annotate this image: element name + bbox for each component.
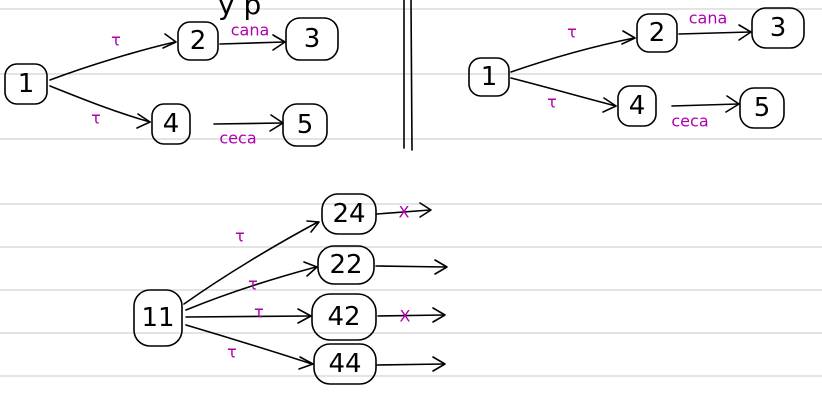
right-node-5-label: 5	[754, 93, 771, 123]
right-edge-2-3	[678, 31, 751, 35]
right-node-2-label: 2	[649, 18, 666, 48]
bottom-node-22	[317, 245, 375, 285]
right-node-1-label: 1	[481, 62, 498, 92]
right-label-tau: τ	[547, 93, 557, 112]
bottom-node-44	[313, 343, 377, 385]
right-edge-1-4	[510, 77, 617, 107]
right-node-3	[751, 7, 805, 49]
right-node-3-label: 3	[770, 13, 787, 43]
bottom-root-label: 11	[141, 303, 174, 333]
bottom-label-tau: τ	[227, 343, 237, 362]
bottom-arrowhead	[297, 308, 312, 324]
right-edge-1-2	[510, 37, 635, 73]
left-edge-4-5	[213, 122, 283, 125]
bottom-diagram: 11 24 22 42 44 X X τ τ τ τ	[133, 193, 448, 385]
left-edge-2-3	[219, 41, 285, 45]
left-arrowhead	[162, 33, 177, 49]
separator-line	[410, 0, 413, 151]
bottom-root-node	[133, 289, 183, 347]
left-edge-1-4	[49, 85, 151, 123]
bottom-edge-11-44	[185, 324, 313, 365]
bottom-edge-11-42	[185, 315, 311, 318]
bottom-out-22	[375, 265, 447, 268]
left-node-2	[177, 21, 219, 61]
bottom-node-24	[321, 193, 377, 235]
right-node-2	[636, 13, 678, 53]
crossed-mark: X	[399, 203, 410, 222]
header-fragment: y p	[218, 0, 261, 21]
right-node-5	[739, 87, 785, 129]
bottom-out-44	[376, 363, 445, 366]
left-node-1-label: 1	[18, 69, 35, 99]
right-node-4-label: 4	[629, 91, 646, 121]
left-arrowhead	[272, 34, 286, 51]
bottom-node-24-label: 24	[332, 199, 365, 229]
left-node-4	[151, 103, 191, 145]
right-node-4	[617, 85, 657, 127]
bottom-out-42	[377, 314, 445, 317]
bottom-node-44-label: 44	[328, 349, 361, 379]
left-arrowhead	[269, 114, 284, 132]
right-node-1	[468, 57, 510, 97]
bottom-edge-11-24	[183, 221, 319, 305]
bottom-arrowhead	[419, 202, 432, 218]
right-label-tau: τ	[567, 23, 577, 42]
left-node-1	[4, 63, 48, 105]
right-label-cana: cana	[689, 9, 728, 28]
left-node-4-label: 4	[163, 109, 180, 139]
bottom-edge-11-22	[185, 266, 317, 311]
bottom-node-42-label: 42	[327, 302, 360, 332]
left-label-cana: cana	[231, 21, 270, 40]
right-label-ceca: ceca	[671, 112, 708, 131]
bottom-arrowhead	[434, 259, 448, 275]
ruled-lines	[0, 8, 822, 377]
left-label-ceca: ceca	[219, 129, 256, 148]
left-label-tau: τ	[111, 31, 121, 50]
left-node-3	[285, 17, 339, 61]
left-edge-1-2	[49, 41, 176, 81]
crossed-mark: X	[400, 307, 411, 326]
left-node-5	[282, 103, 328, 147]
bottom-arrowhead	[306, 220, 320, 233]
bottom-arrowhead	[432, 307, 446, 323]
right-arrowhead	[602, 97, 617, 113]
right-arrowhead	[738, 24, 752, 41]
bottom-arrowhead	[298, 356, 314, 370]
bottom-label-tau: τ	[254, 303, 264, 322]
right-arrowhead	[621, 30, 636, 45]
bottom-arrowhead	[432, 356, 446, 372]
bottom-label-tau: τ	[248, 275, 258, 294]
left-label-tau: τ	[91, 109, 101, 128]
left-diagram: 1 2 3 4 5 τ τ cana ceca	[4, 17, 339, 148]
left-node-5-label: 5	[297, 110, 314, 140]
bottom-arrowhead	[303, 261, 318, 277]
left-node-3-label: 3	[304, 24, 321, 54]
right-edge-4-5	[671, 103, 739, 107]
right-arrowhead	[725, 95, 740, 113]
left-arrowhead	[136, 113, 151, 129]
separator	[403, 0, 413, 151]
bottom-out-24	[376, 209, 431, 215]
bottom-node-42	[311, 293, 377, 341]
bottom-label-tau: τ	[235, 227, 245, 246]
right-diagram: 1 2 3 4 5 τ τ cana ceca	[468, 7, 805, 131]
bottom-node-22-label: 22	[329, 250, 362, 280]
left-node-2-label: 2	[190, 26, 207, 56]
